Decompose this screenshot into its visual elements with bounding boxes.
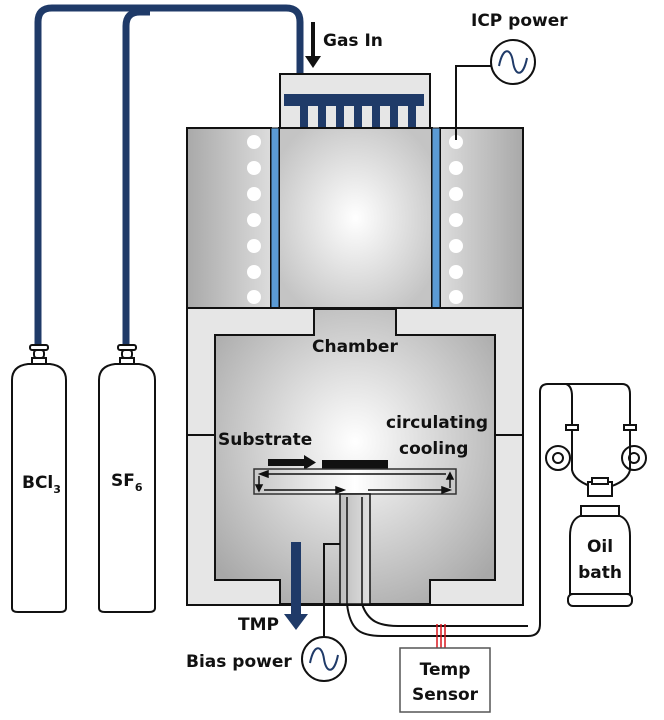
sf6-gas-line (122, 8, 150, 348)
gas-in-arrow-icon (305, 22, 321, 68)
oil-bath-label-2: bath (578, 563, 622, 583)
plasma-source-region (278, 127, 433, 309)
coolant-lines (346, 383, 631, 637)
chamber-interior (214, 308, 496, 605)
gas-lines (34, 4, 304, 348)
icp-coil-right (449, 135, 463, 304)
icp-coil-left (247, 135, 261, 304)
quartz-window-left (270, 127, 280, 309)
gas-in-label: Gas In (323, 31, 383, 51)
substrate-wafer (322, 460, 388, 469)
icp-power-wire (455, 65, 491, 140)
circulating-cooling-label-2: cooling (399, 439, 468, 459)
tmp-exhaust-arrow-icon (284, 542, 308, 630)
oil-bath-bottle (545, 424, 647, 607)
bias-power-source-icon (301, 636, 347, 682)
quartz-window-right (431, 127, 441, 309)
tmp-label: TMP (238, 615, 279, 635)
substrate-arrow-icon (268, 455, 316, 470)
coolant-flow-arrows (254, 469, 455, 495)
bias-power-wire (323, 543, 340, 636)
bcl3-gas-line (34, 4, 304, 348)
icp-power-label: ICP power (471, 11, 568, 31)
circulating-cooling-label-1: circulating (386, 413, 488, 433)
bias-power-label: Bias power (186, 652, 292, 672)
substrate-label: Substrate (218, 430, 312, 450)
oil-bath-label-1: Oil (587, 537, 613, 557)
temp-sensor-label-2: Sensor (412, 685, 479, 705)
temp-sensor-label-1: Temp (420, 660, 471, 680)
sf6-label: SF6 (111, 471, 143, 494)
showerhead (284, 94, 424, 128)
temp-sensor-box (399, 647, 491, 713)
sf6-cylinder: SF6 (98, 344, 156, 613)
bcl3-cylinder: BCl3 (11, 344, 67, 613)
chamber-label: Chamber (312, 337, 398, 357)
bcl3-label: BCl3 (22, 473, 61, 496)
icp-power-source-icon (490, 39, 536, 85)
chuck-stem (339, 493, 371, 605)
thermocouple-wires (436, 624, 446, 648)
